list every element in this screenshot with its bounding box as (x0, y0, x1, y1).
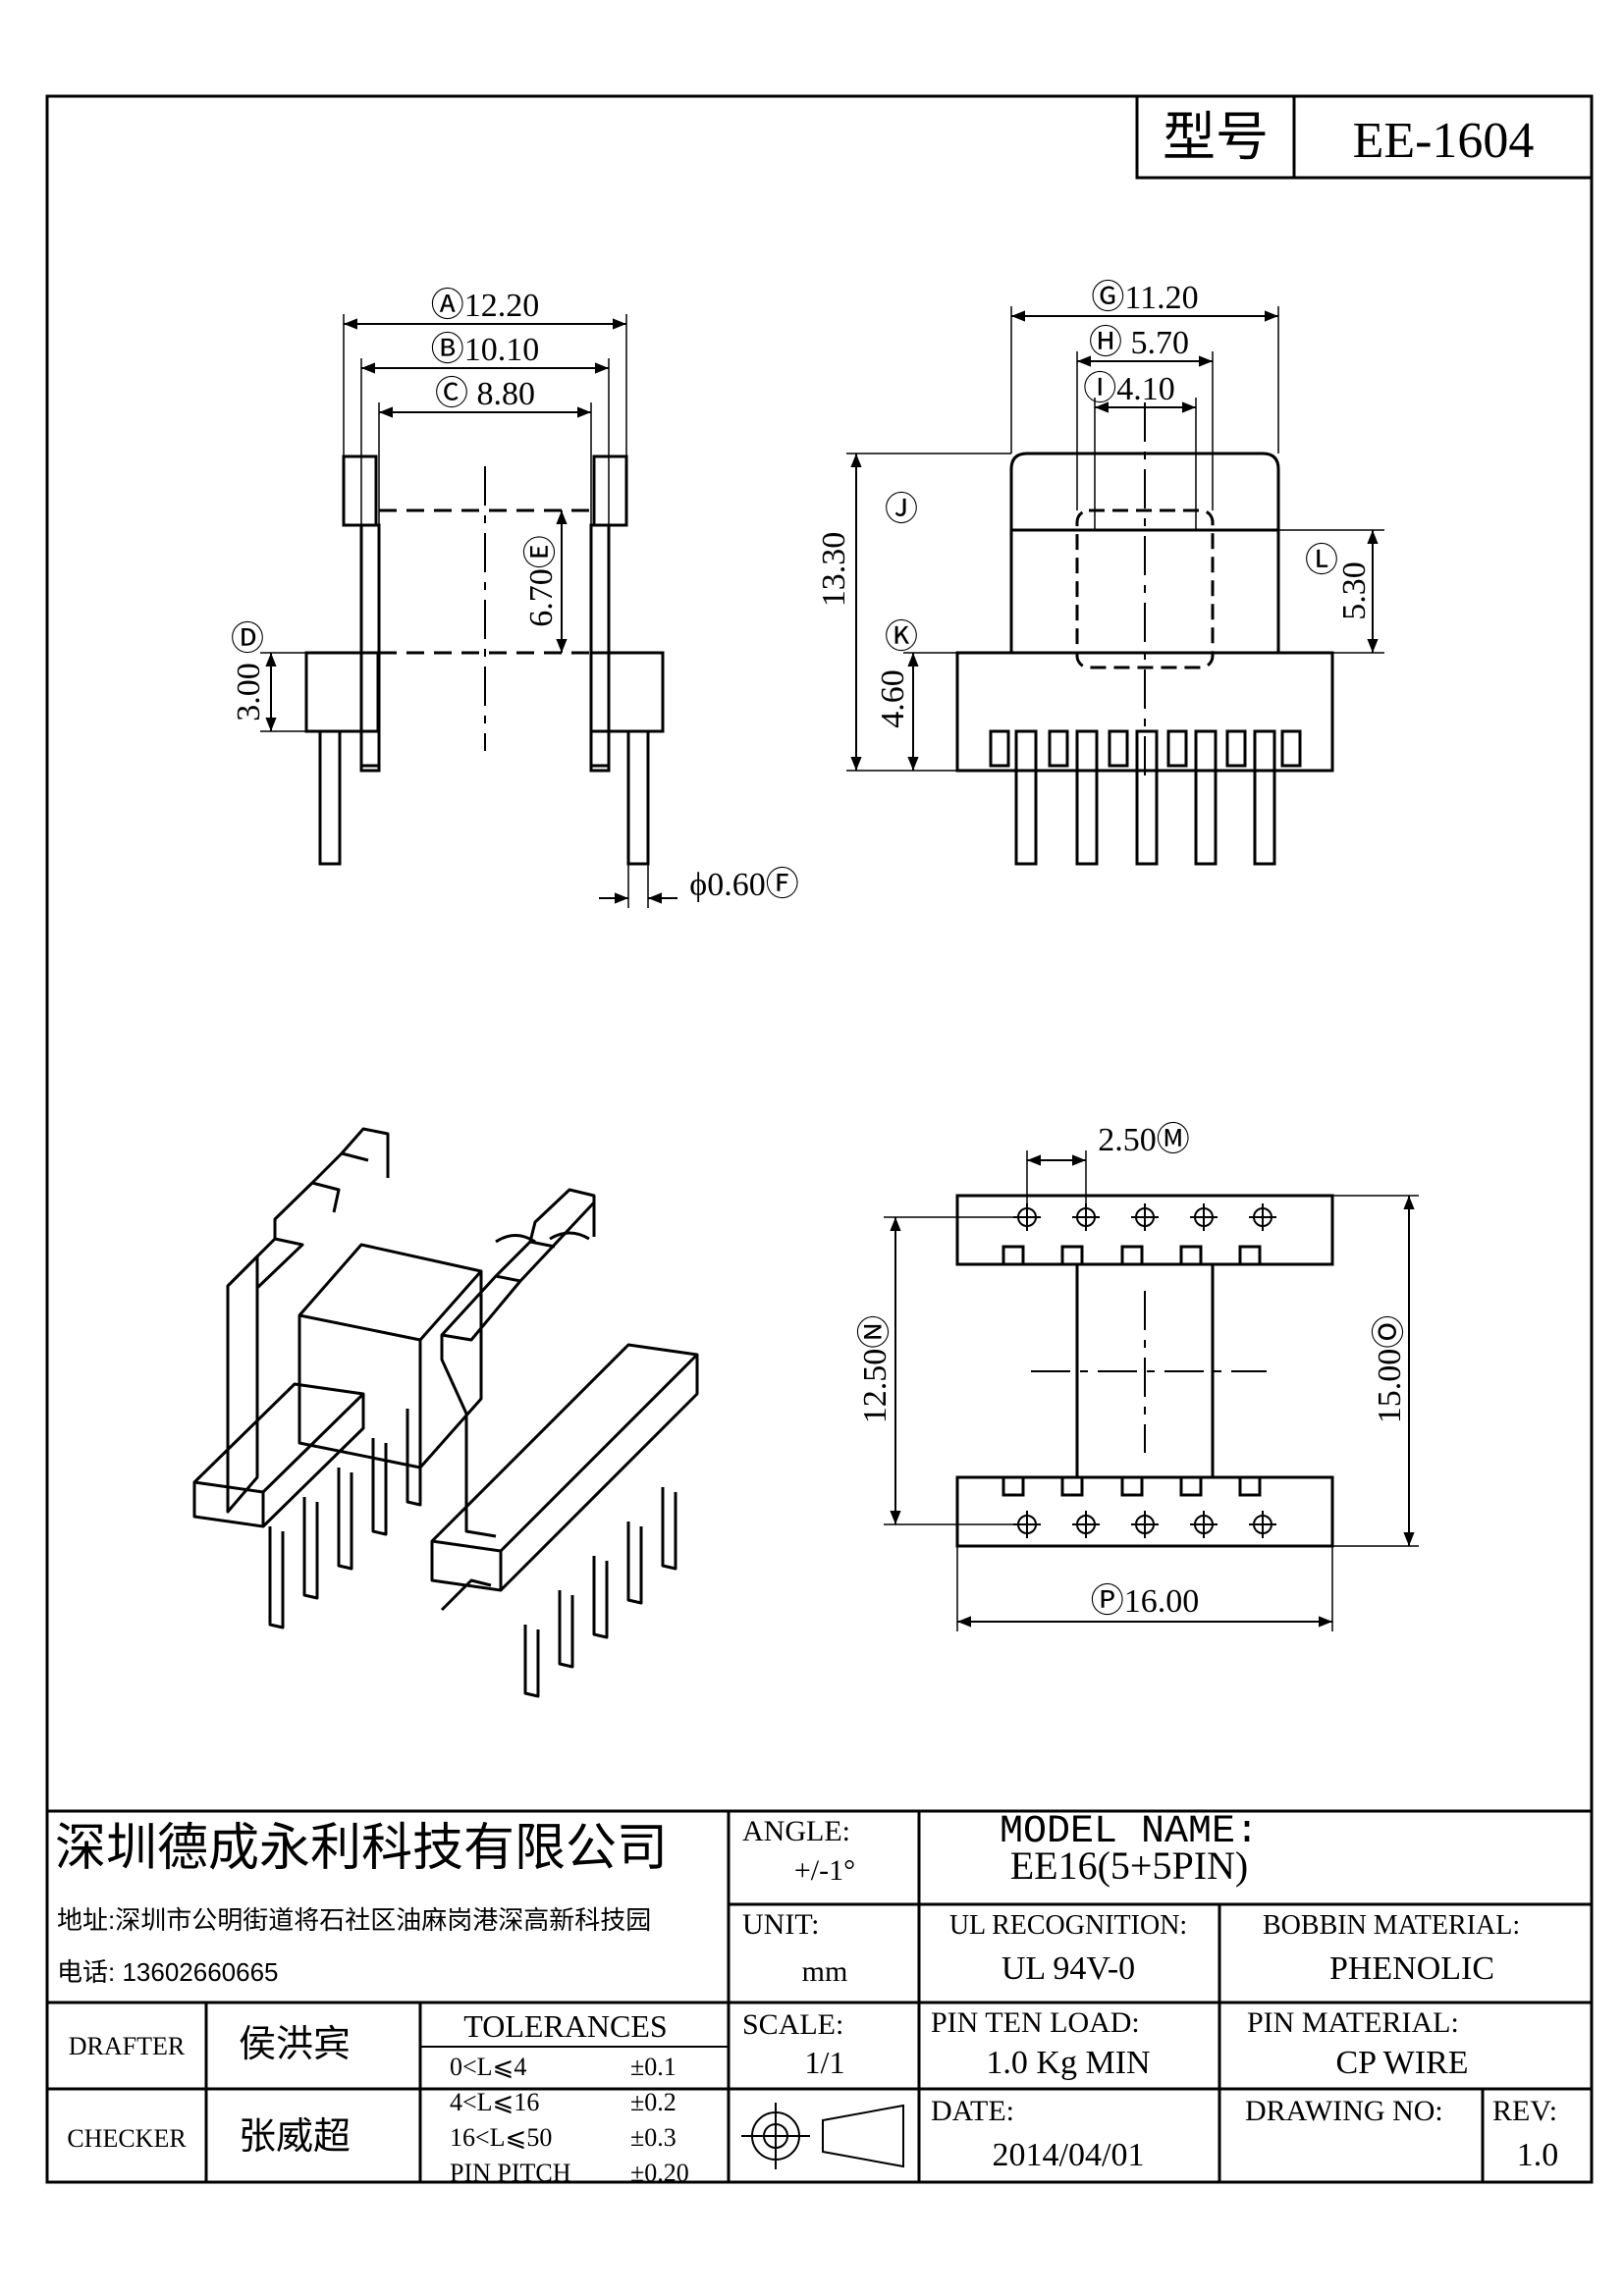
checker-value: 张威超 (239, 2116, 351, 2158)
isometric-view (192, 1127, 699, 1698)
dim-n-label: 12.50Ⓝ (856, 1315, 893, 1424)
company-phone: 电话: 13602660665 (57, 1957, 279, 1987)
date-value: 2014/04/01 (993, 2137, 1145, 2173)
tolerances-label: TOLERANCES (463, 2008, 667, 2044)
bobbin-value: PHENOLIC (1329, 1950, 1494, 1987)
ul-value: UL 94V-0 (1001, 1950, 1135, 1987)
title-block (47, 1809, 1592, 2182)
scale-value: 1/1 (805, 2045, 845, 2080)
dim-d-value: 3.00 (231, 663, 267, 721)
tolerance-range-1: 0<L⩽4 (450, 2053, 526, 2081)
model-box: 型号 EE-1604 (1135, 94, 1594, 180)
dim-e-label: 6.70Ⓔ (522, 535, 560, 627)
dim-k-value: 4.60 (875, 669, 911, 728)
model-box-label: 型号 (1163, 108, 1269, 167)
tolerance-range-2: 4<L⩽16 (450, 2088, 539, 2116)
company-address: 地址:深圳市公明街道将石社区油麻岗港深高新科技园 (57, 1905, 651, 1935)
dim-j-label: Ⓙ (885, 491, 918, 528)
model-box-value: EE-1604 (1353, 113, 1535, 169)
dim-a-label: Ⓐ12.20 (431, 287, 540, 324)
rev-value: 1.0 (1517, 2137, 1559, 2173)
tolerance-value-4: ±0.20 (630, 2159, 689, 2187)
pin-load-value: 1.0 Kg MIN (986, 2045, 1150, 2081)
dim-l-label: Ⓛ (1305, 542, 1338, 579)
dim-total-height: 13.30 (816, 532, 852, 608)
tolerance-value-3: ±0.3 (630, 2123, 677, 2152)
bottom-view (884, 1150, 1419, 1631)
angle-label: ANGLE: (742, 1815, 850, 1847)
ul-label: UL RECOGNITION: (949, 1910, 1187, 1941)
dim-m-label: 2.50Ⓜ (1098, 1121, 1190, 1158)
unit-value: mm (802, 1955, 848, 1988)
tolerance-range-4: PIN PITCH (450, 2159, 571, 2187)
dim-l-value: 5.30 (1336, 561, 1373, 620)
tolerance-value-2: ±0.2 (630, 2088, 677, 2116)
pin-material-value: CP WIRE (1335, 2045, 1468, 2081)
pin-material-label: PIN MATERIAL: (1247, 2006, 1459, 2039)
dim-p-label: Ⓟ16.00 (1091, 1582, 1200, 1620)
dim-b-label: Ⓑ10.10 (431, 331, 540, 368)
company-name: 深圳德成永利科技有限公司 (55, 1820, 668, 1877)
front-view (260, 314, 677, 908)
dim-f-label: ϕ0.60Ⓕ (689, 866, 798, 903)
scale-label: SCALE: (742, 2008, 843, 2041)
model-name-label: MODEL NAME: (1000, 1810, 1259, 1854)
bobbin-label: BOBBIN MATERIAL: (1263, 1910, 1520, 1941)
tolerance-value-1: ±0.1 (630, 2053, 677, 2081)
dim-g-label: Ⓖ11.20 (1091, 279, 1198, 316)
dim-h-label: Ⓗ 5.70 (1089, 324, 1189, 361)
pin-load-label: PIN TEN LOAD: (931, 2006, 1140, 2039)
date-label: DATE: (931, 2095, 1014, 2127)
drawing-no-label: DRAWING NO: (1245, 2095, 1443, 2127)
dim-o-label: 15.00Ⓞ (1371, 1315, 1408, 1424)
tolerance-range-3: 16<L⩽50 (450, 2123, 552, 2152)
dim-c-label: Ⓒ 8.80 (435, 375, 535, 412)
side-view (846, 306, 1384, 866)
dim-i-label: Ⓘ4.10 (1083, 370, 1175, 407)
model-name-value: EE16(5+5PIN) (1010, 1843, 1249, 1888)
dim-d-label: Ⓓ (231, 620, 264, 658)
checker-label: CHECKER (67, 2124, 187, 2153)
rev-label: REV: (1492, 2095, 1557, 2127)
drafter-value: 侯洪宾 (239, 2024, 351, 2065)
unit-label: UNIT: (742, 1908, 820, 1941)
angle-value: +/-1° (794, 1854, 855, 1887)
drawing-frame (45, 94, 1594, 2184)
drafter-label: DRAFTER (69, 2032, 186, 2060)
dim-k-label: Ⓚ (885, 618, 918, 656)
